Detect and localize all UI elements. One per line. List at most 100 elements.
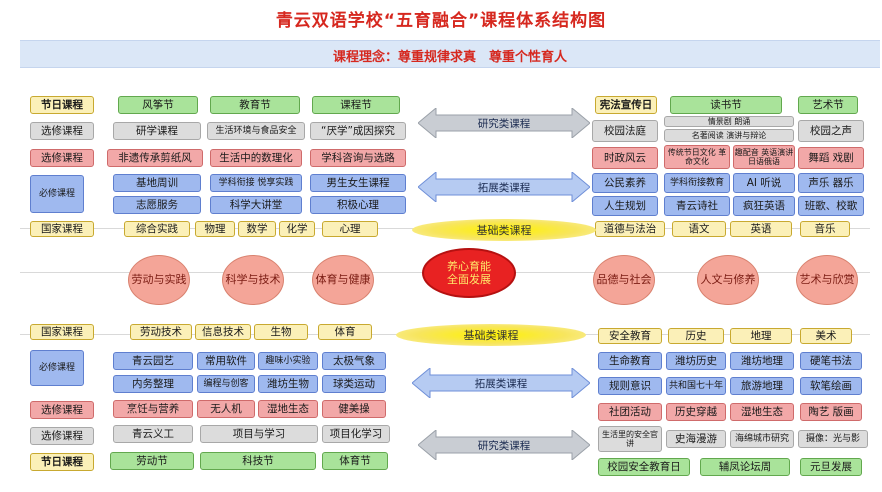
course-required: 男生女生课程 [310, 174, 406, 192]
course-national: 心理 [322, 221, 378, 237]
course-elective: 湿地生态 [258, 400, 318, 418]
diagram-title: 青云双语学校“五育融合”课程体系结构图 [275, 11, 607, 31]
course-elective: 情景剧 朗诵 [664, 116, 794, 127]
course-required: AI 听说 [733, 173, 795, 193]
course-required: 潍坊地理 [730, 352, 794, 370]
domain-circle-art: 艺术与欣赏 [796, 255, 858, 305]
row-label-national-bottom: 国家课程 [30, 324, 94, 340]
course-elective: 烹饪与营养 [113, 400, 193, 418]
course-elective: 无人机 [197, 400, 255, 418]
course-festival: 读书节 [670, 96, 782, 114]
row-label-national-top: 国家课程 [30, 221, 94, 237]
row-label-required-top: 必修课程 [30, 175, 84, 213]
course-required: 潍坊历史 [666, 352, 726, 370]
course-festival: 风筝节 [118, 96, 198, 114]
course-elective: 生活中的数理化 [210, 149, 302, 167]
course-national: 数学 [238, 221, 276, 237]
course-required: 内务整理 [113, 375, 193, 393]
course-elective: 项目与学习 [200, 425, 318, 443]
course-required: 人生规划 [592, 196, 658, 216]
course-elective: 非遗传承剪纸风 [107, 149, 203, 167]
row-label-elective-bottom: 选修课程 [30, 401, 94, 419]
research-arrow-bottom: 研究类课程 [418, 430, 590, 460]
course-festival: 宪法宣传日 [595, 96, 657, 114]
philosophy-text: 课程理念：尊重规律求真 尊重个性育人 [332, 50, 567, 65]
center-goal: 养心育能全面发展 [422, 248, 516, 298]
domain-circle-humanities: 人文与修养 [697, 255, 759, 305]
course-national: 生物 [254, 324, 308, 340]
double-arrow-icon [412, 368, 590, 398]
course-required: 生命教育 [598, 352, 662, 370]
course-national: 历史 [668, 328, 724, 344]
course-elective: 趣配音 英语演讲 日语俄语 [733, 145, 795, 169]
course-national: 美术 [800, 328, 852, 344]
course-elective: 湿地生态 [730, 403, 794, 421]
course-national: 综合实践 [124, 221, 190, 237]
course-elective: 校园法庭 [592, 120, 658, 142]
philosophy-banner [20, 40, 880, 68]
center-line-2: 全面发展 [447, 273, 491, 286]
course-festival: 艺术节 [798, 96, 858, 114]
course-elective: 生活环境与食品安全 [207, 122, 305, 140]
row-label-festival-bottom: 节日课程 [30, 453, 94, 471]
course-required: 学科衔接教育 [664, 173, 730, 193]
course-elective: 摄像：光与影 [798, 430, 868, 448]
course-elective: 研学课程 [113, 122, 201, 140]
course-required: 硬笔书法 [800, 352, 862, 370]
course-national: 安全教育 [598, 328, 662, 344]
double-arrow-icon [418, 108, 590, 138]
course-required: 潍坊生物 [258, 375, 318, 393]
course-national: 体育 [318, 324, 372, 340]
course-required: 太极气象 [322, 352, 386, 370]
course-required: 编程与创客 [197, 375, 255, 393]
basic-band-bottom: 基础类课程 [396, 324, 586, 346]
course-elective: 舞蹈 戏剧 [798, 147, 864, 169]
research-arrow-top: 研究类课程 [418, 108, 590, 138]
basic-band-top: 基础类课程 [412, 219, 596, 241]
course-elective: 健美操 [322, 400, 386, 418]
course-required: 软笔绘画 [800, 377, 862, 395]
course-elective: 时政风云 [592, 147, 658, 169]
course-festival: 教育节 [210, 96, 300, 114]
course-required: 科学大讲堂 [210, 196, 302, 214]
domain-circle-science: 科学与技术 [222, 255, 284, 305]
course-national: 道德与法治 [595, 221, 665, 237]
course-festival: 元旦发展 [800, 458, 862, 476]
arrow-label: 拓展类课程 [477, 181, 531, 194]
course-elective: 历史穿越 [666, 403, 726, 421]
arrow-label: 拓展类课程 [474, 377, 528, 390]
course-elective: 传统节日文化 革命文化 [664, 145, 730, 169]
course-required: 声乐 器乐 [798, 173, 864, 193]
domain-circle-morality: 品德与社会 [593, 255, 655, 305]
expand-arrow-bottom: 拓展类课程 [412, 368, 590, 398]
course-elective: “厌学”成因探究 [310, 122, 406, 140]
course-national: 英语 [730, 221, 792, 237]
course-festival: 校园安全教育日 [598, 458, 690, 476]
course-elective: 名著阅读 演讲与辩论 [664, 129, 794, 142]
course-required: 共和国七十年 [666, 377, 726, 395]
course-required: 学科衔接 悦享实践 [210, 174, 302, 192]
double-arrow-icon [418, 172, 590, 202]
course-required: 公民素养 [592, 173, 658, 193]
course-required: 规则意识 [598, 377, 662, 395]
course-festival: 科技节 [200, 452, 316, 470]
course-elective: 学科咨询与选路 [310, 149, 406, 167]
course-required: 志愿服务 [113, 196, 201, 214]
course-required: 青云园艺 [113, 352, 193, 370]
domain-circle-labor: 劳动与实践 [128, 255, 190, 305]
course-national: 化学 [279, 221, 315, 237]
course-required: 青云诗社 [664, 196, 730, 216]
course-required: 旅游地理 [730, 377, 794, 395]
row-label-elective-top: 选修课程 [30, 122, 94, 140]
course-national: 物理 [195, 221, 235, 237]
course-elective: 社团活动 [598, 403, 662, 421]
domain-circle-sports: 体育与健康 [312, 255, 374, 305]
course-elective: 青云义工 [113, 425, 193, 443]
arrow-label: 研究类课程 [477, 117, 531, 130]
course-national: 信息技术 [195, 324, 251, 340]
expand-arrow-top: 拓展类课程 [418, 172, 590, 202]
course-required: 常用软件 [197, 352, 255, 370]
course-elective: 海绵城市研究 [730, 430, 794, 448]
course-festival: 课程节 [312, 96, 400, 114]
